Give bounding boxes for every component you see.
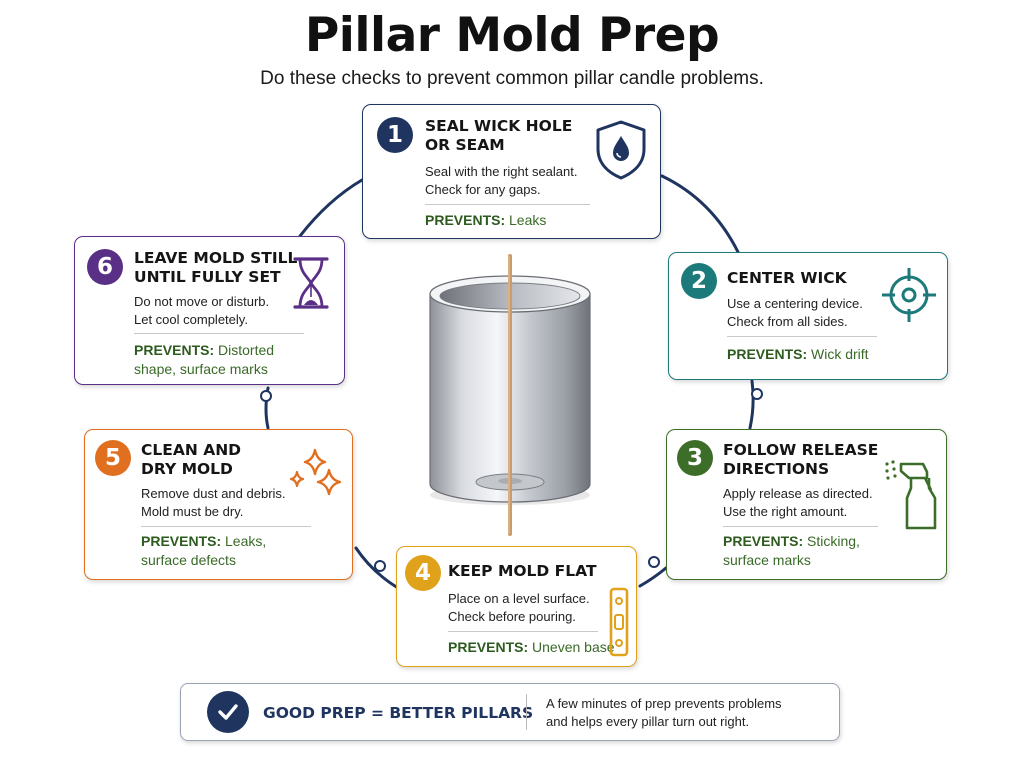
step-card-6: 6 LEAVE MOLD STILL UNTIL FULLY SET Do no… (74, 236, 345, 385)
connector-3-4 (638, 566, 668, 588)
step-card-3: 3 FOLLOW RELEASE DIRECTIONS Apply releas… (666, 429, 947, 580)
step-prevents-1: PREVENTS: Leaks (425, 211, 546, 230)
step-title-1-line1: SEAL WICK HOLE (425, 117, 573, 135)
step-prevents-6-line1: Distorted (218, 342, 275, 358)
step-prevents-2: PREVENTS: Wick drift (727, 345, 869, 364)
step-prevents-4: PREVENTS: Uneven base (448, 638, 615, 657)
page-title: Pillar Mold Prep (304, 8, 720, 63)
connector-6-1 (298, 178, 364, 238)
step-prevents-3-line1: Sticking, (807, 533, 860, 549)
step-divider-5 (141, 526, 311, 527)
step-card-5: 5 CLEAN AND DRY MOLD Remove dust and deb… (84, 429, 353, 580)
step-text-5-line1: Remove dust and debris. (141, 486, 286, 501)
step-title-6-line2: UNTIL FULLY SET (134, 268, 281, 286)
step-prevents-2-line1: Wick drift (811, 346, 869, 362)
step-text-2-line1: Use a centering device. (727, 296, 863, 311)
step-prevents-4-line1: Uneven base (532, 639, 615, 655)
prevents-label: PREVENTS: (134, 342, 215, 358)
step-title-4-line1: KEEP MOLD FLAT (448, 562, 597, 580)
connector-node (374, 560, 386, 572)
crosshair-icon (882, 268, 936, 322)
pillar-mold-icon (429, 254, 591, 536)
step-title-2-line1: CENTER WICK (727, 269, 847, 287)
step-text-3-line2: Use the right amount. (723, 504, 848, 519)
step-title-1-line2: OR SEAM (425, 136, 505, 154)
step-number-6: 6 (87, 249, 123, 285)
step-card-4: 4 KEEP MOLD FLAT Place on a level surfac… (396, 546, 637, 667)
hourglass-icon (293, 257, 329, 309)
summary-text-line1: A few minutes of prep prevents problems (546, 696, 782, 711)
step-prevents-6-line2: shape, surface marks (134, 361, 268, 377)
prevents-label: PREVENTS: (141, 533, 222, 549)
step-text-1-line2: Check for any gaps. (425, 182, 541, 197)
checkmark-icon (207, 691, 249, 733)
step-divider-2 (727, 336, 877, 337)
step-number-3: 3 (677, 440, 713, 476)
summary-tagline: GOOD PREP = BETTER PILLARS (263, 704, 534, 722)
page-subtitle: Do these checks to prevent common pillar… (260, 68, 764, 89)
prevents-label: PREVENTS: (425, 212, 506, 228)
step-prevents-1-line1: Leaks (509, 212, 547, 228)
connector-node (260, 390, 272, 402)
step-divider-6 (134, 333, 304, 334)
step-text-4-line1: Place on a level surface. (448, 591, 590, 606)
step-prevents-6: PREVENTS: Distorted shape, surface marks (134, 341, 274, 379)
shield-droplet-icon (596, 120, 646, 180)
level-icon (609, 587, 629, 657)
prevents-label: PREVENTS: (448, 639, 529, 655)
step-prevents-5-line1: Leaks, (225, 533, 267, 549)
step-text-3-line1: Apply release as directed. (723, 486, 873, 501)
connector-4-5 (354, 546, 400, 590)
prevents-label: PREVENTS: (727, 346, 808, 362)
step-title-3-line2: DIRECTIONS (723, 460, 830, 478)
spray-bottle-icon (885, 460, 937, 530)
step-prevents-3: PREVENTS: Sticking, surface marks (723, 532, 860, 570)
step-card-1: 1 SEAL WICK HOLE OR SEAM Seal with the r… (362, 104, 661, 239)
step-divider-1 (425, 204, 590, 205)
step-title-6-line1: LEAVE MOLD STILL (134, 249, 298, 267)
step-title-5-line1: CLEAN AND (141, 441, 242, 459)
prevents-label: PREVENTS: (723, 533, 804, 549)
step-text-1-line1: Seal with the right sealant. (425, 164, 578, 179)
step-text-5-line2: Mold must be dry. (141, 504, 244, 519)
connector-node (648, 556, 660, 568)
step-prevents-3-line2: surface marks (723, 552, 811, 568)
connector-2-3 (748, 379, 755, 430)
step-divider-4 (448, 631, 598, 632)
step-prevents-5-line2: surface defects (141, 552, 236, 568)
step-number-4: 4 (405, 555, 441, 591)
step-text-6-line2: Let cool completely. (134, 312, 248, 327)
step-prevents-5: PREVENTS: Leaks, surface defects (141, 532, 266, 570)
step-number-5: 5 (95, 440, 131, 476)
summary-text-line2: and helps every pillar turn out right. (546, 714, 750, 729)
connector-node (751, 388, 763, 400)
step-card-2: 2 CENTER WICK Use a centering device. Ch… (668, 252, 948, 380)
connector-1-2 (660, 174, 740, 254)
summary-divider (526, 694, 527, 730)
step-title-3-line1: FOLLOW RELEASE (723, 441, 879, 459)
step-number-2: 2 (681, 263, 717, 299)
summary-bar: GOOD PREP = BETTER PILLARS A few minutes… (180, 683, 840, 741)
step-text-4-line2: Check before pouring. (448, 609, 576, 624)
sparkle-icon (289, 448, 342, 496)
step-divider-3 (723, 526, 878, 527)
step-number-1: 1 (377, 117, 413, 153)
step-text-6-line1: Do not move or disturb. (134, 294, 270, 309)
step-text-2-line2: Check from all sides. (727, 314, 848, 329)
step-title-5-line2: DRY MOLD (141, 460, 233, 478)
